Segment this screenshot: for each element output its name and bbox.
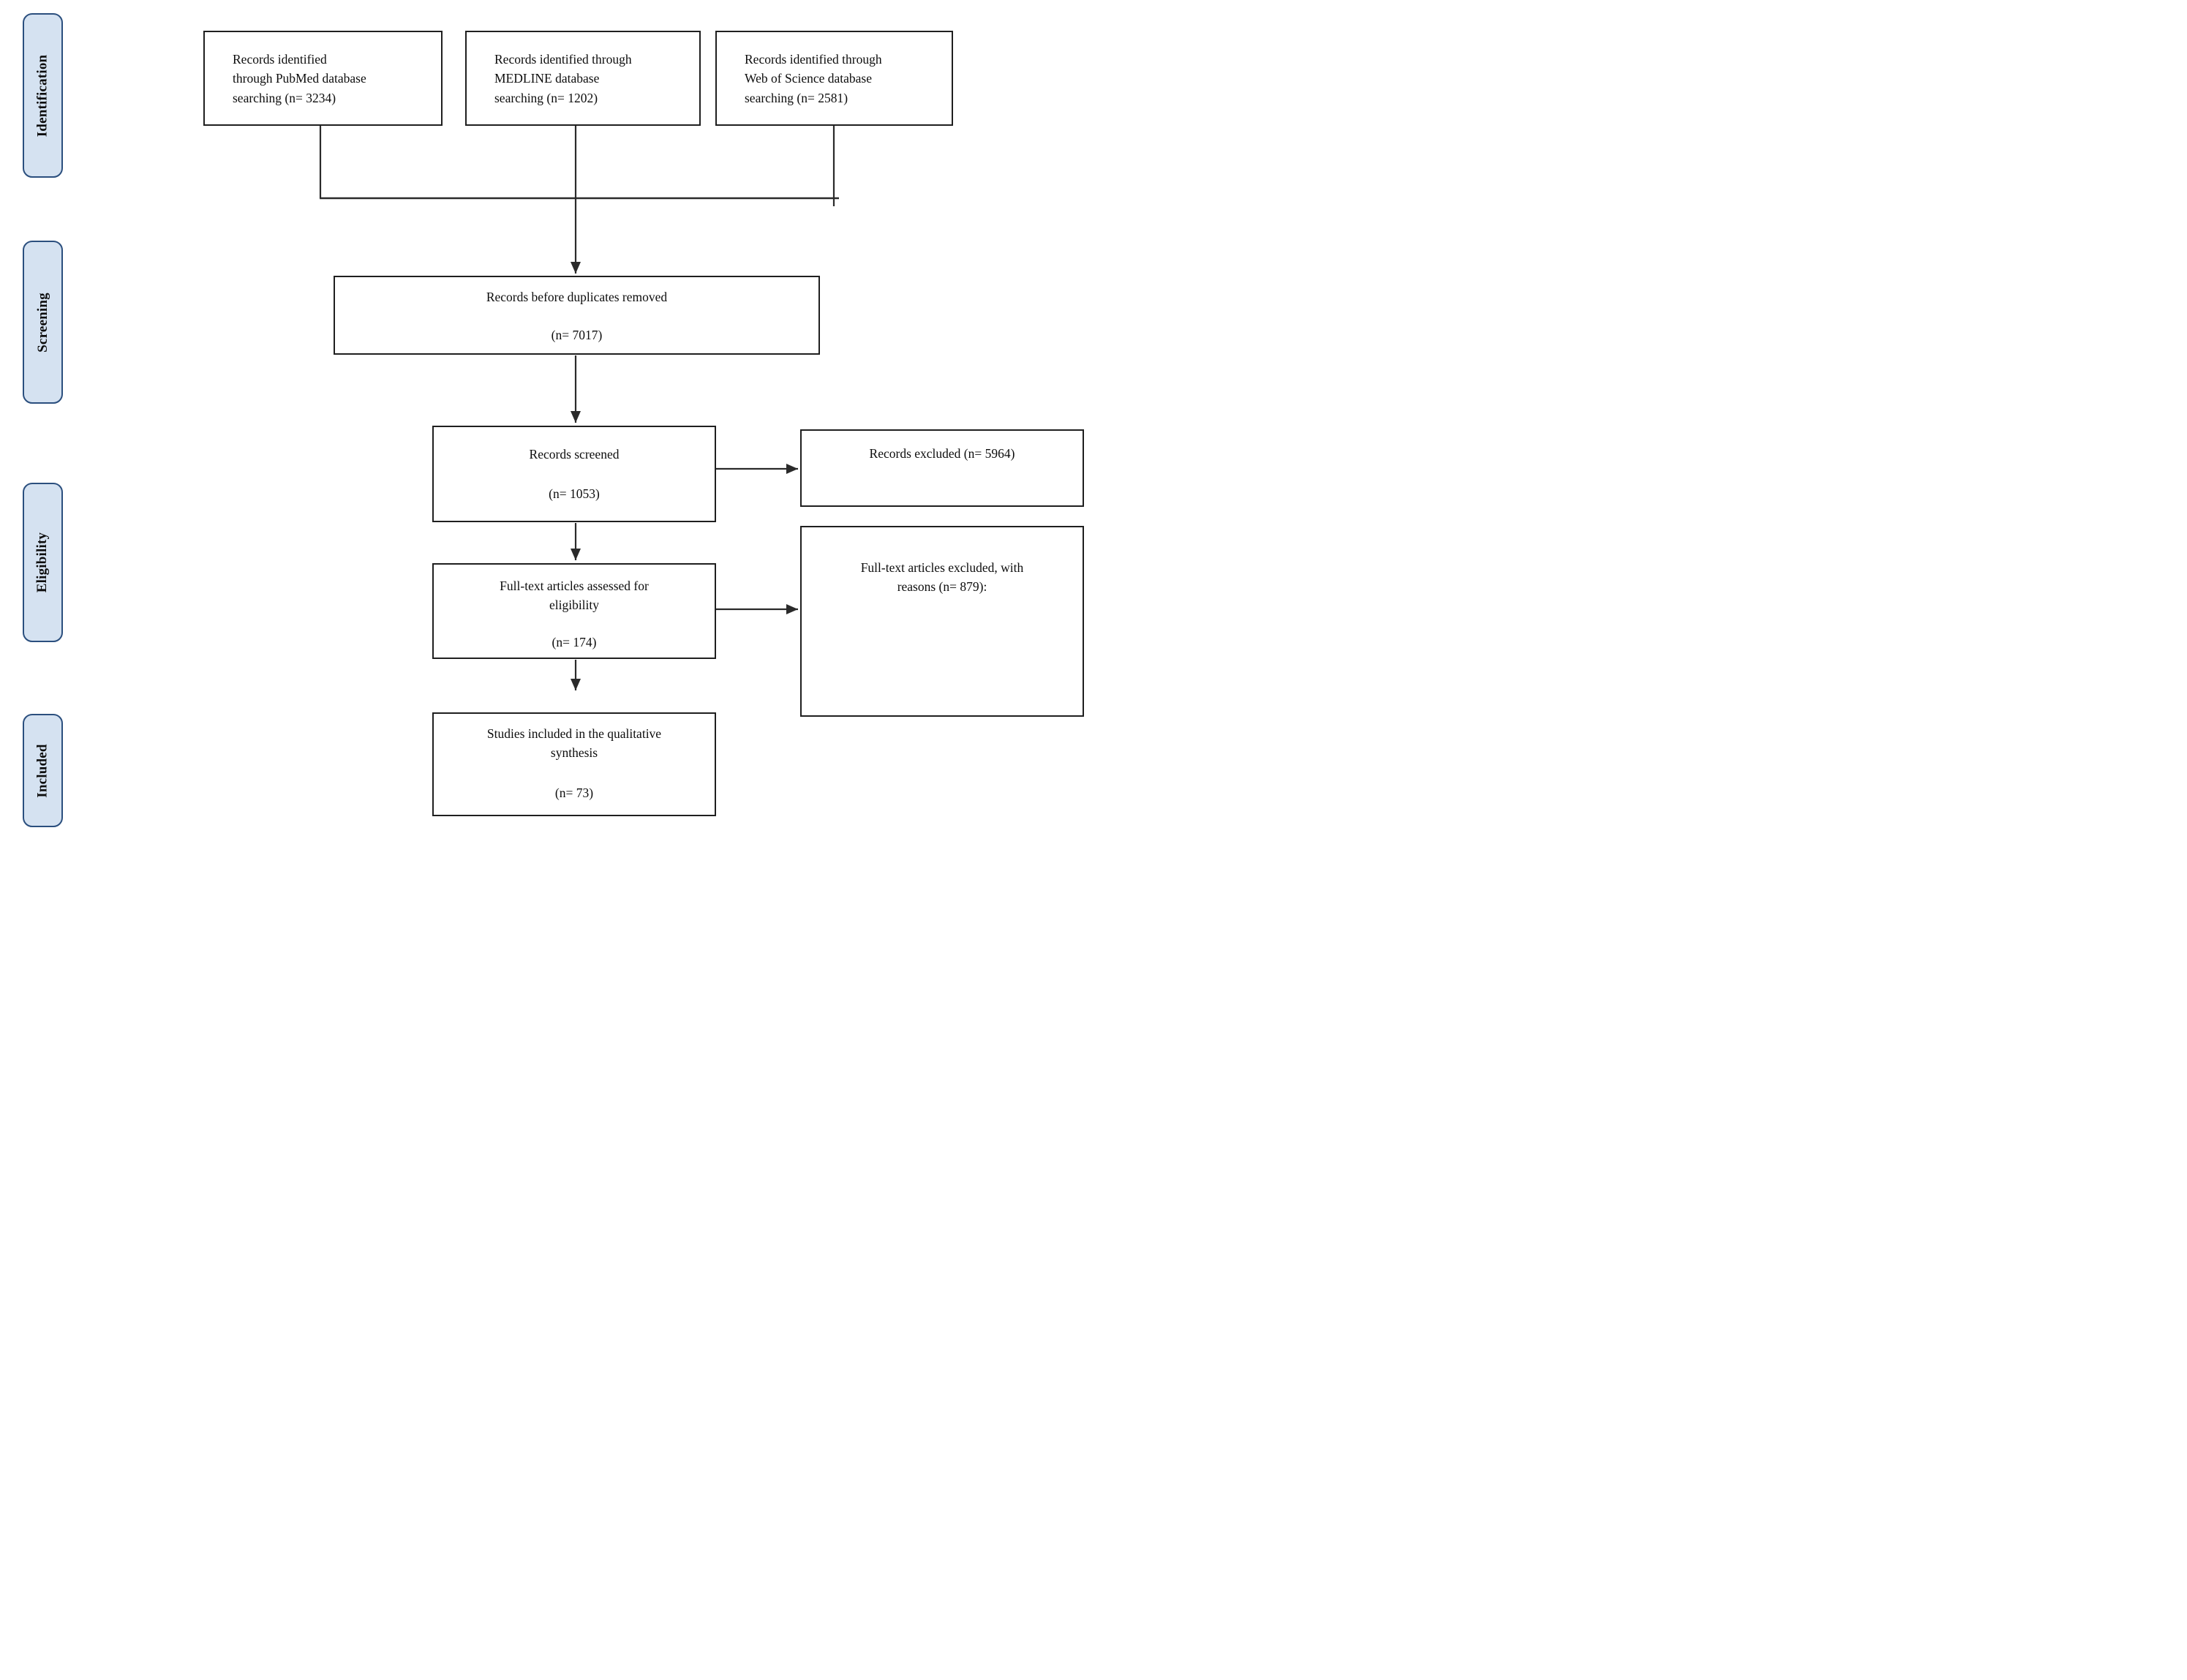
box-fulltext-excluded-line: reasons (n= 879): <box>897 579 987 595</box>
stage-pill-included: Included <box>23 714 63 827</box>
box-records-before-duplicates: Records before duplicates removed (n= 70… <box>334 276 820 355</box>
box-medline-records: Records identified through MEDLINE datab… <box>465 31 701 126</box>
prisma-flow-diagram: Identification Screening Eligibility Inc… <box>0 0 1094 840</box>
box-included-title-line: synthesis <box>550 745 598 761</box>
box-pubmed-line: searching (n= 3234) <box>233 90 336 105</box>
box-pubmed-records: Records identified through PubMed databa… <box>203 31 443 126</box>
stage-label-screening: Screening <box>34 292 50 353</box>
stage-pill-screening: Screening <box>23 241 63 404</box>
box-web-of-science-records: Records identified through Web of Scienc… <box>715 31 953 126</box>
box-pubmed-line: through PubMed database <box>233 71 366 86</box>
box-medline-line: MEDLINE database <box>494 71 600 86</box>
box-fulltext-assessed: Full-text articles assessed for eligibil… <box>432 563 716 659</box>
box-wos-line: Records identified through <box>745 52 882 67</box>
box-included-count: (n= 73) <box>554 785 594 800</box>
box-screened-count: (n= 1053) <box>549 486 600 502</box>
box-studies-included: Studies included in the qualitative synt… <box>432 712 716 816</box>
box-included-title-line: Studies included in the qualitative <box>486 726 662 741</box>
box-records-screened: Records screened (n= 1053) <box>432 426 716 522</box>
box-duplicates-title: Records before duplicates removed <box>486 290 668 304</box>
box-records-excluded: Records excluded (n= 5964) <box>800 429 1084 507</box>
box-medline-line: searching (n= 1202) <box>494 90 598 105</box>
box-pubmed-line: Records identified <box>233 52 327 67</box>
stage-label-eligibility: Eligibility <box>34 532 50 593</box>
box-fulltext-count: (n= 174) <box>552 634 597 649</box>
stage-pill-eligibility: Eligibility <box>23 483 63 642</box>
box-fulltext-title-line: Full-text articles assessed for <box>500 579 649 593</box>
box-duplicates-count: (n= 7017) <box>551 328 603 343</box>
box-records-excluded-title: Records excluded (n= 5964) <box>869 446 1015 461</box>
stage-label-identification: Identification <box>34 54 50 137</box>
stage-pill-identification: Identification <box>23 13 63 178</box>
box-fulltext-title-line: eligibility <box>549 598 600 613</box>
box-wos-line: searching (n= 2581) <box>745 90 848 105</box>
box-fulltext-excluded-line: Full-text articles excluded, with <box>860 560 1024 575</box>
box-medline-line: Records identified through <box>494 52 632 67</box>
box-wos-line: Web of Science database <box>745 71 872 86</box>
box-fulltext-excluded: Full-text articles excluded, with reason… <box>800 526 1084 717</box>
stage-label-included: Included <box>34 743 50 798</box>
box-screened-title: Records screened <box>529 447 620 462</box>
